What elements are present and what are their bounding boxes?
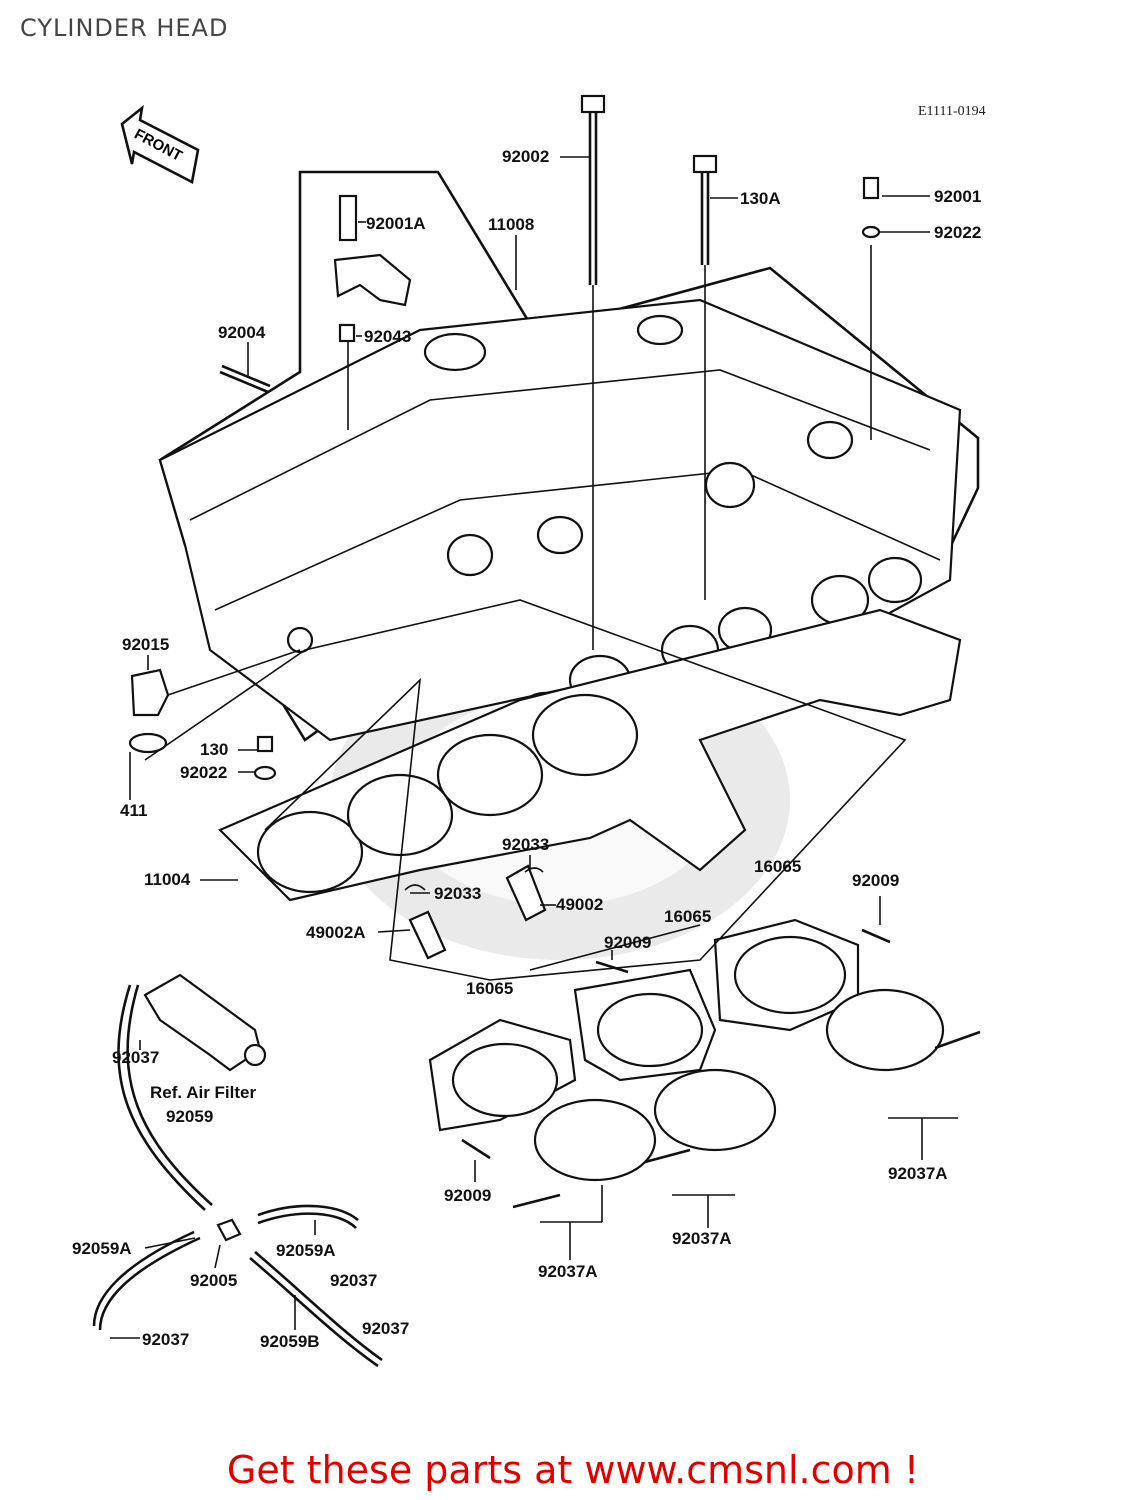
label-92009-right: 92009 <box>852 871 900 890</box>
bolt-92001 <box>861 176 881 440</box>
label-92037a-middle: 92037A <box>672 1229 732 1248</box>
bolt-92001a <box>333 194 412 430</box>
label-92001a: 92001A <box>366 214 426 233</box>
bolt-130a <box>692 154 718 600</box>
label-16065-left: 16065 <box>466 979 514 998</box>
label-92059b: 92059B <box>260 1332 320 1351</box>
label-92015: 92015 <box>122 635 170 654</box>
bolt-92002 <box>580 94 606 650</box>
screws-92037a <box>512 1030 981 1209</box>
label-92037-hose-right: 92037 <box>330 1271 378 1290</box>
label-16065-right: 16065 <box>754 857 802 876</box>
label-92043: 92043 <box>364 327 412 346</box>
bolt-130 <box>253 735 277 781</box>
label-92009-left: 92009 <box>444 1186 492 1205</box>
stud-92004 <box>219 364 271 394</box>
label-16065-middle: 16065 <box>664 907 712 926</box>
label-92037-hose-left: 92037 <box>142 1330 190 1349</box>
diagram-code: E1111-0194 <box>918 104 986 119</box>
front-arrow-icon: FRONT <box>120 104 200 184</box>
page-title: CYLINDER HEAD <box>20 14 229 42</box>
label-92033-lower: 92033 <box>434 884 482 903</box>
label-130: 130 <box>200 740 229 759</box>
carb-holders <box>428 918 860 1132</box>
plug-92015 <box>128 649 301 754</box>
valve-guides <box>404 864 547 960</box>
label-92037-hose-bottom: 92037 <box>362 1319 410 1338</box>
label-130a: 130A <box>740 189 781 208</box>
label-92059a-left: 92059A <box>72 1239 132 1258</box>
label-92002: 92002 <box>502 147 550 166</box>
label-92022-left: 92022 <box>180 763 228 782</box>
promo-banner-link[interactable]: Get these parts at www.cmsnl.com ! <box>226 1448 920 1492</box>
leader-lines <box>110 156 958 1339</box>
assembly-guide-lines <box>144 599 907 981</box>
label-ref-air-filter: Ref. Air Filter <box>150 1083 257 1102</box>
label-92033-upper: 92033 <box>502 835 550 854</box>
label-411: 411 <box>120 801 148 820</box>
screws-92009 <box>461 928 891 1160</box>
label-92022-top: 92022 <box>934 223 982 242</box>
label-92037-filter: 92037 <box>112 1048 160 1067</box>
vacuum-hoses <box>92 984 383 1368</box>
label-49002: 49002 <box>556 895 604 914</box>
label-92059a-right: 92059A <box>276 1241 336 1260</box>
label-49002a: 49002A <box>306 923 366 942</box>
front-arrow-label: FRONT <box>131 126 185 165</box>
label-11008: 11008 <box>488 215 535 234</box>
label-92001: 92001 <box>934 187 982 206</box>
label-92037a-left: 92037A <box>538 1262 598 1281</box>
air-filter-valve <box>143 973 267 1072</box>
label-92004: 92004 <box>218 323 266 342</box>
label-92005: 92005 <box>190 1271 238 1290</box>
label-92037a-right: 92037A <box>888 1164 948 1183</box>
label-92009-middle: 92009 <box>604 933 652 952</box>
label-11004: 11004 <box>144 870 191 889</box>
hose-clamps <box>533 988 945 1182</box>
label-92059: 92059 <box>166 1107 214 1126</box>
